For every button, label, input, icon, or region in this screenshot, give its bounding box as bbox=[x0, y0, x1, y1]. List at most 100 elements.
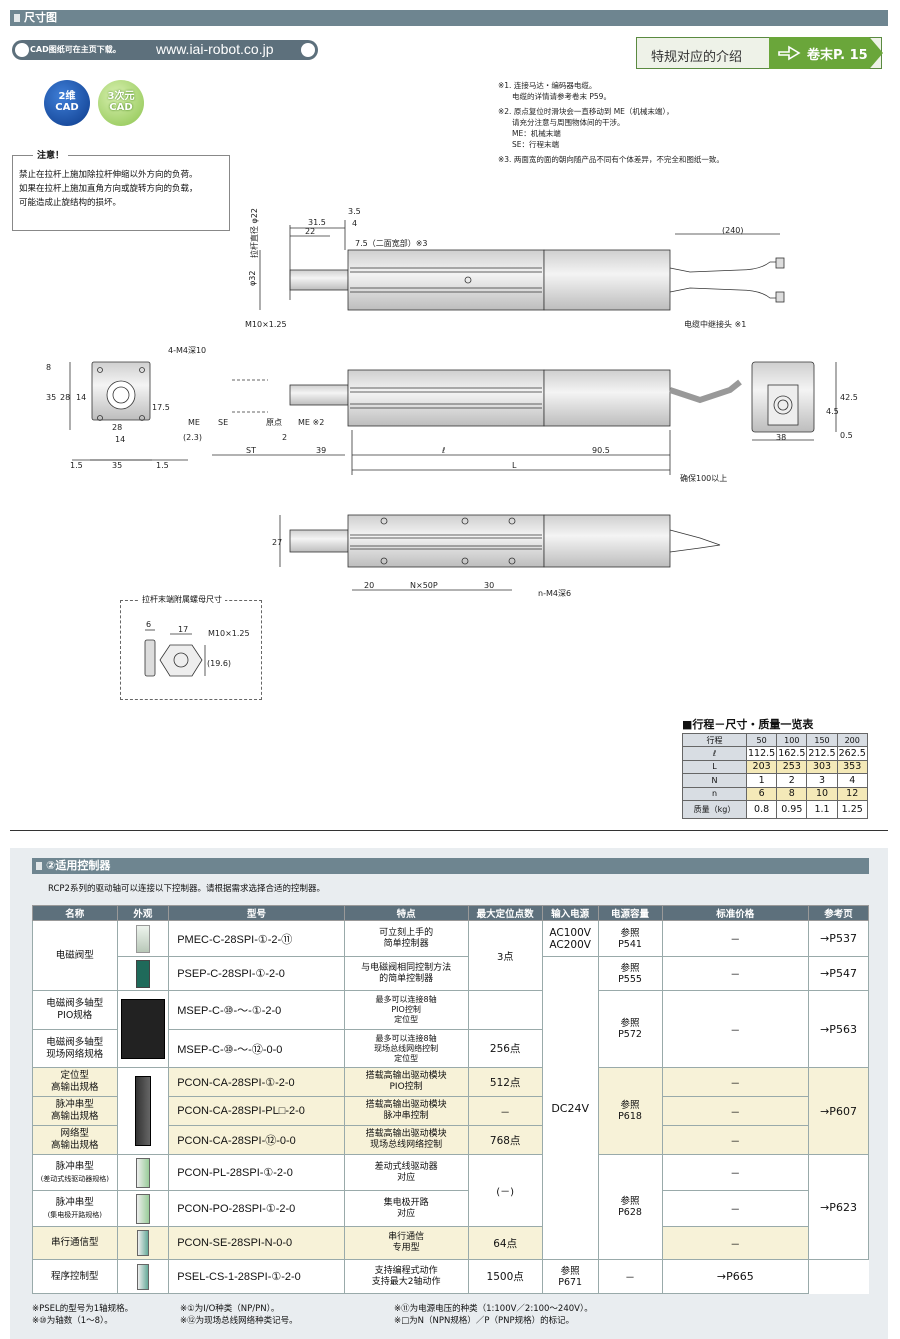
pcon-se-image-icon bbox=[136, 1230, 149, 1256]
svg-text:(19.6): (19.6) bbox=[207, 659, 231, 668]
special-spec-link[interactable]: 特规对应的介绍 卷末P. 15 bbox=[636, 37, 883, 69]
cad-2d-badge[interactable]: 2维 CAD bbox=[44, 80, 90, 126]
controllers-section-header: ②适用控制器 bbox=[32, 858, 869, 874]
svg-text:28: 28 bbox=[60, 393, 70, 402]
note-2: ※2. 原点复位时滑块会一直移动到 ME（机械末端）， bbox=[498, 107, 674, 116]
footnotes-col3: ※⑪为电源电压的种类（1:100V／2:100～240V）。※□为N（NPN规格… bbox=[394, 1304, 593, 1326]
svg-text:ℓ: ℓ bbox=[441, 446, 445, 455]
cad-download-text: CAD图纸可在主页下载。 bbox=[30, 45, 121, 54]
svg-text:20: 20 bbox=[364, 581, 374, 590]
caution-title: 注意！ bbox=[33, 149, 69, 163]
rod-end-nut-title: 拉杆末端附属螺母尺寸 bbox=[139, 594, 225, 605]
table-row: 脉冲串型 高输出规格 PCON-CA-28SPI-PL□-2-0 搭载高输出驱动… bbox=[32, 1096, 869, 1126]
table-row: 脉冲串型(集电极开路规格) PCON-PO-28SPI-①-2-0 集电极开路 … bbox=[32, 1190, 869, 1227]
svg-text:42.5: 42.5 bbox=[840, 393, 858, 402]
svg-text:1.5: 1.5 bbox=[70, 461, 83, 470]
controller-image bbox=[116, 1154, 170, 1191]
table-row: 电磁阀多轴型 现场网络规格 MSEP-C-⑩-～-⑫-0-0 最多可以连接8轴 … bbox=[32, 1029, 869, 1068]
stroke-table-title: ■行程－尺寸・质量一览表 bbox=[682, 718, 814, 731]
svg-text:ME: ME bbox=[188, 418, 200, 427]
svg-text:(2.3): (2.3) bbox=[183, 433, 202, 442]
page-link[interactable]: →P665 bbox=[661, 1259, 810, 1294]
table-row: 脉冲串型(差动式线驱动器规格) PCON-PL-28SPI-①-2-0 差动式线… bbox=[32, 1154, 869, 1260]
svg-text:M10×1.25: M10×1.25 bbox=[208, 629, 250, 638]
svg-text:2: 2 bbox=[282, 433, 287, 442]
hand-pointer-icon bbox=[778, 45, 801, 61]
msep-image-icon bbox=[120, 999, 165, 1059]
bullet-icon bbox=[15, 43, 29, 57]
page-link[interactable]: →P607 bbox=[808, 1067, 869, 1155]
svg-text:电缆中继接头 ※1: 电缆中继接头 ※1 bbox=[684, 319, 746, 329]
table-row: 电磁阀多轴型 PIO规格 MSEP-C-⑩-～-①-2-0 最多可以连接8轴 P… bbox=[32, 990, 869, 1068]
svg-text:90.5: 90.5 bbox=[592, 446, 610, 455]
svg-text:35: 35 bbox=[46, 393, 56, 402]
page-link[interactable]: →P563 bbox=[808, 990, 869, 1068]
controllers-description: RCP2系列的驱动轴可以连接以下控制器。请根据需求选择合适的控制器。 bbox=[48, 884, 325, 894]
pcon-pl-image-icon bbox=[135, 1157, 150, 1188]
svg-text:ME ※2: ME ※2 bbox=[298, 418, 324, 427]
controller-image bbox=[116, 1226, 170, 1260]
caution-line: 如果在拉杆上施加直角方向或旋转方向的负载， bbox=[19, 184, 198, 194]
svg-text:SE: SE bbox=[218, 418, 228, 427]
controllers-table: 名称 外观 型号 特点 最大定位点数 输入电源 电源容量 标准价格 参考页 电磁… bbox=[32, 905, 869, 1294]
svg-text:8: 8 bbox=[46, 363, 51, 372]
svg-text:28: 28 bbox=[112, 423, 122, 432]
svg-text:30: 30 bbox=[484, 581, 494, 590]
footnotes-col2: ※①为I/O种类（NP/PN）。※⑫为现场总线网络种类记号。 bbox=[180, 1304, 298, 1326]
svg-text:38: 38 bbox=[776, 433, 786, 442]
controller-image bbox=[116, 956, 170, 991]
drawing-notes: ※1. 连接马达・编码器电缆。 电缆的详情请参考卷末 P59。 ※2. 原点复位… bbox=[498, 80, 724, 165]
svg-text:拉杆直径 φ22: 拉杆直径 φ22 bbox=[249, 208, 259, 258]
svg-text:确保100以上: 确保100以上 bbox=[680, 473, 727, 483]
caution-box: 注意！ 禁止在拉杆上施加除拉杆伸缩以外方向的负荷。 如果在拉杆上施加直角方向或旋… bbox=[12, 149, 230, 231]
bullet-icon bbox=[301, 43, 315, 57]
svg-text:14: 14 bbox=[115, 435, 125, 444]
table-row: 行程 50 100 150 200 bbox=[682, 732, 868, 748]
table-row: PSEP-C-28SPI-①-2-0 与电磁阀相同控制方法 的简单控制器 DC2… bbox=[33, 956, 869, 1260]
svg-text:35: 35 bbox=[112, 461, 122, 470]
pcon-ca-image-icon bbox=[134, 1076, 151, 1146]
svg-text:(240): (240) bbox=[722, 226, 744, 235]
svg-text:17: 17 bbox=[178, 625, 188, 634]
svg-text:31.5: 31.5 bbox=[308, 218, 326, 227]
psep-image-icon bbox=[135, 959, 150, 988]
svg-text:M10×1.25: M10×1.25 bbox=[245, 320, 287, 329]
table-row: 网络型 高输出规格 PCON-CA-28SPI-⑫-0-0 搭载高输出驱动模块 … bbox=[32, 1125, 869, 1155]
section-divider bbox=[10, 830, 888, 831]
special-spec-page-ref[interactable]: 卷末P. 15 bbox=[769, 37, 883, 69]
table-header-row: 名称 外观 型号 特点 最大定位点数 输入电源 电源容量 标准价格 参考页 bbox=[32, 905, 869, 921]
controller-image bbox=[116, 1067, 170, 1155]
svg-text:27: 27 bbox=[272, 538, 282, 547]
controller-image bbox=[116, 990, 170, 1068]
controller-image bbox=[116, 1259, 170, 1294]
page-link[interactable]: →P547 bbox=[808, 956, 869, 991]
svg-text:4.5: 4.5 bbox=[826, 407, 839, 416]
cad-url-link[interactable]: www.iai-robot.co.jp bbox=[156, 41, 274, 57]
table-row: 定位型 高输出规格 PCON-CA-28SPI-①-2-0 搭载高输出驱动模块 … bbox=[32, 1067, 869, 1155]
svg-text:N×50P: N×50P bbox=[410, 581, 438, 590]
special-spec-label: 特规对应的介绍 bbox=[651, 50, 743, 65]
cad-download-banner[interactable]: CAD图纸可在主页下载。 www.iai-robot.co.jp bbox=[12, 40, 318, 60]
caution-line: 可能造成止旋结构的损坏。 bbox=[19, 198, 122, 208]
pmec-image-icon bbox=[135, 924, 150, 953]
svg-text:22: 22 bbox=[305, 227, 315, 236]
cad-3d-badge[interactable]: 3次元 CAD bbox=[98, 80, 144, 126]
page-link[interactable]: →P623 bbox=[808, 1154, 869, 1260]
svg-text:0.5: 0.5 bbox=[840, 431, 853, 440]
dimensions-title: 尺寸图 bbox=[24, 11, 57, 24]
svg-text:1.5: 1.5 bbox=[156, 461, 169, 470]
page-link[interactable]: →P537 bbox=[808, 920, 869, 957]
rod-end-nut-box: 拉杆末端附属螺母尺寸 bbox=[120, 594, 262, 700]
dimension-drawing: 拉杆直径 φ22 31.5 22 3.5 4 7.5（二面宽部）※3 (240)… bbox=[46, 207, 858, 677]
svg-text:3.5: 3.5 bbox=[348, 207, 361, 216]
svg-text:39: 39 bbox=[316, 446, 326, 455]
svg-text:φ32: φ32 bbox=[248, 271, 257, 286]
svg-text:4: 4 bbox=[352, 219, 357, 228]
svg-text:原点: 原点 bbox=[266, 418, 282, 427]
svg-text:6: 6 bbox=[146, 620, 151, 629]
pcon-po-image-icon bbox=[135, 1193, 150, 1224]
